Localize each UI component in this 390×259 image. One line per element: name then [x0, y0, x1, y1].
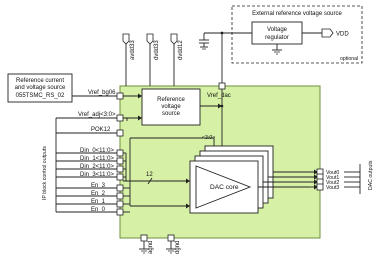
supply-pin-avdd33: avdd33 [122, 33, 136, 86]
din-pins: Din_0<11:0> Din_1<11:0> Din_2<11:0> Din_… [56, 148, 124, 181]
arrow-vout3 [314, 184, 318, 190]
avdd33-label: avdd33 [130, 40, 136, 60]
din-3-label: Din_3<11:0> [80, 172, 114, 178]
en-2-label: En_2 [91, 191, 106, 197]
ref-voltage-line1: Reference [157, 97, 185, 103]
ref-current-line1: Reference current [16, 78, 64, 84]
vout3-label: Vout3 [326, 185, 339, 191]
dgnd-pin [167, 234, 175, 242]
din-2-label: Din_2<11:0> [80, 164, 114, 170]
vref-dac-label: Vref_dac [207, 93, 231, 99]
en-3-pin [116, 184, 124, 192]
arrow-en-bus [186, 203, 190, 209]
bus-width-label: 12 [146, 172, 153, 178]
vref-adj-label: Vref_adj<3:0> [78, 112, 116, 118]
din-1-pin [116, 157, 124, 165]
ref-current-line3: 055TSMC_RS_02 [16, 93, 65, 99]
vout3-pin [316, 183, 324, 191]
dac-outputs-label: DAC outputs [368, 160, 374, 190]
external-source-box [231, 5, 363, 64]
din-1-label: Din_1<11:0> [80, 156, 114, 162]
ref-current-box [7, 73, 73, 103]
din-0-label: Din_0<11:0> [80, 148, 114, 154]
dvdd12-label: dvdd12 [178, 40, 184, 60]
din-0-pin [116, 149, 124, 157]
supply-pin-dvdd33: dvdd33 [146, 33, 160, 86]
vdd-pin [321, 28, 334, 38]
voltage-regulator-label-2: regulator [265, 35, 289, 41]
agnd-label: agnd [148, 241, 154, 254]
vref-node-dot [220, 104, 224, 108]
outputs: Vout0 Vout1 Vout2 Vout3 DAC outputs [258, 160, 374, 194]
voltage-regulator-label-1: Voltage [267, 27, 288, 33]
arrow-din-bus [186, 178, 190, 184]
vref-bg06-pin [116, 92, 124, 100]
en-0-pin [116, 208, 124, 216]
en-2-pin [116, 192, 124, 200]
ip-block-label: IP block control outputs [42, 146, 48, 200]
optional-label: optional [340, 56, 358, 62]
vout1-label: Vout1 [326, 175, 339, 181]
arrow-vout2 [314, 179, 318, 185]
agnd-pin [140, 234, 148, 242]
dvdd33-label: dvdd33 [154, 40, 160, 60]
ground-pin-dgnd: dgnd [166, 234, 181, 254]
pok12-pin [116, 129, 124, 137]
en-pins: En_3 En_2 En_1 En_0 [56, 183, 124, 216]
din-bus-slash [147, 177, 153, 185]
din-2-pin [116, 165, 124, 173]
dgnd-label: dgnd [175, 241, 181, 254]
vref-adj-pin [116, 114, 124, 122]
supply-pin-dvdd12: dvdd12 [170, 33, 184, 86]
vref-dac-pin [218, 82, 226, 90]
dac-core-label: DAC core [210, 184, 239, 191]
ground-pin-agnd: agnd [139, 234, 154, 254]
vout2-label: Vout2 [326, 180, 339, 186]
ref-voltage-line2: voltage [161, 104, 181, 110]
external-source-title: External reference voltage source [252, 11, 342, 17]
ref-current-line2: and voltage source [15, 85, 66, 91]
arrow-vref-adj [138, 115, 142, 121]
ref-voltage-line3: source [162, 111, 181, 117]
vref-bg06-label: Vref_bg06 [88, 90, 116, 96]
en-3-label: En_3 [91, 183, 106, 189]
en-0-label: En_0 [91, 207, 106, 213]
en-1-pin [116, 200, 124, 208]
arrow-into-vref [218, 103, 222, 109]
arrow-vout0 [314, 169, 318, 175]
pok12-label: POK12 [91, 127, 111, 133]
vdd-label: VDD [336, 32, 349, 38]
ref-voltage-source-box [141, 88, 201, 126]
arrow-vref-bg06 [138, 93, 142, 99]
dac-core-triangle [195, 165, 252, 209]
din-3-pin [116, 173, 124, 181]
en-1-label: En_1 [91, 199, 106, 205]
arrow-vout1 [314, 174, 318, 180]
vout0-label: Vout0 [326, 170, 339, 176]
